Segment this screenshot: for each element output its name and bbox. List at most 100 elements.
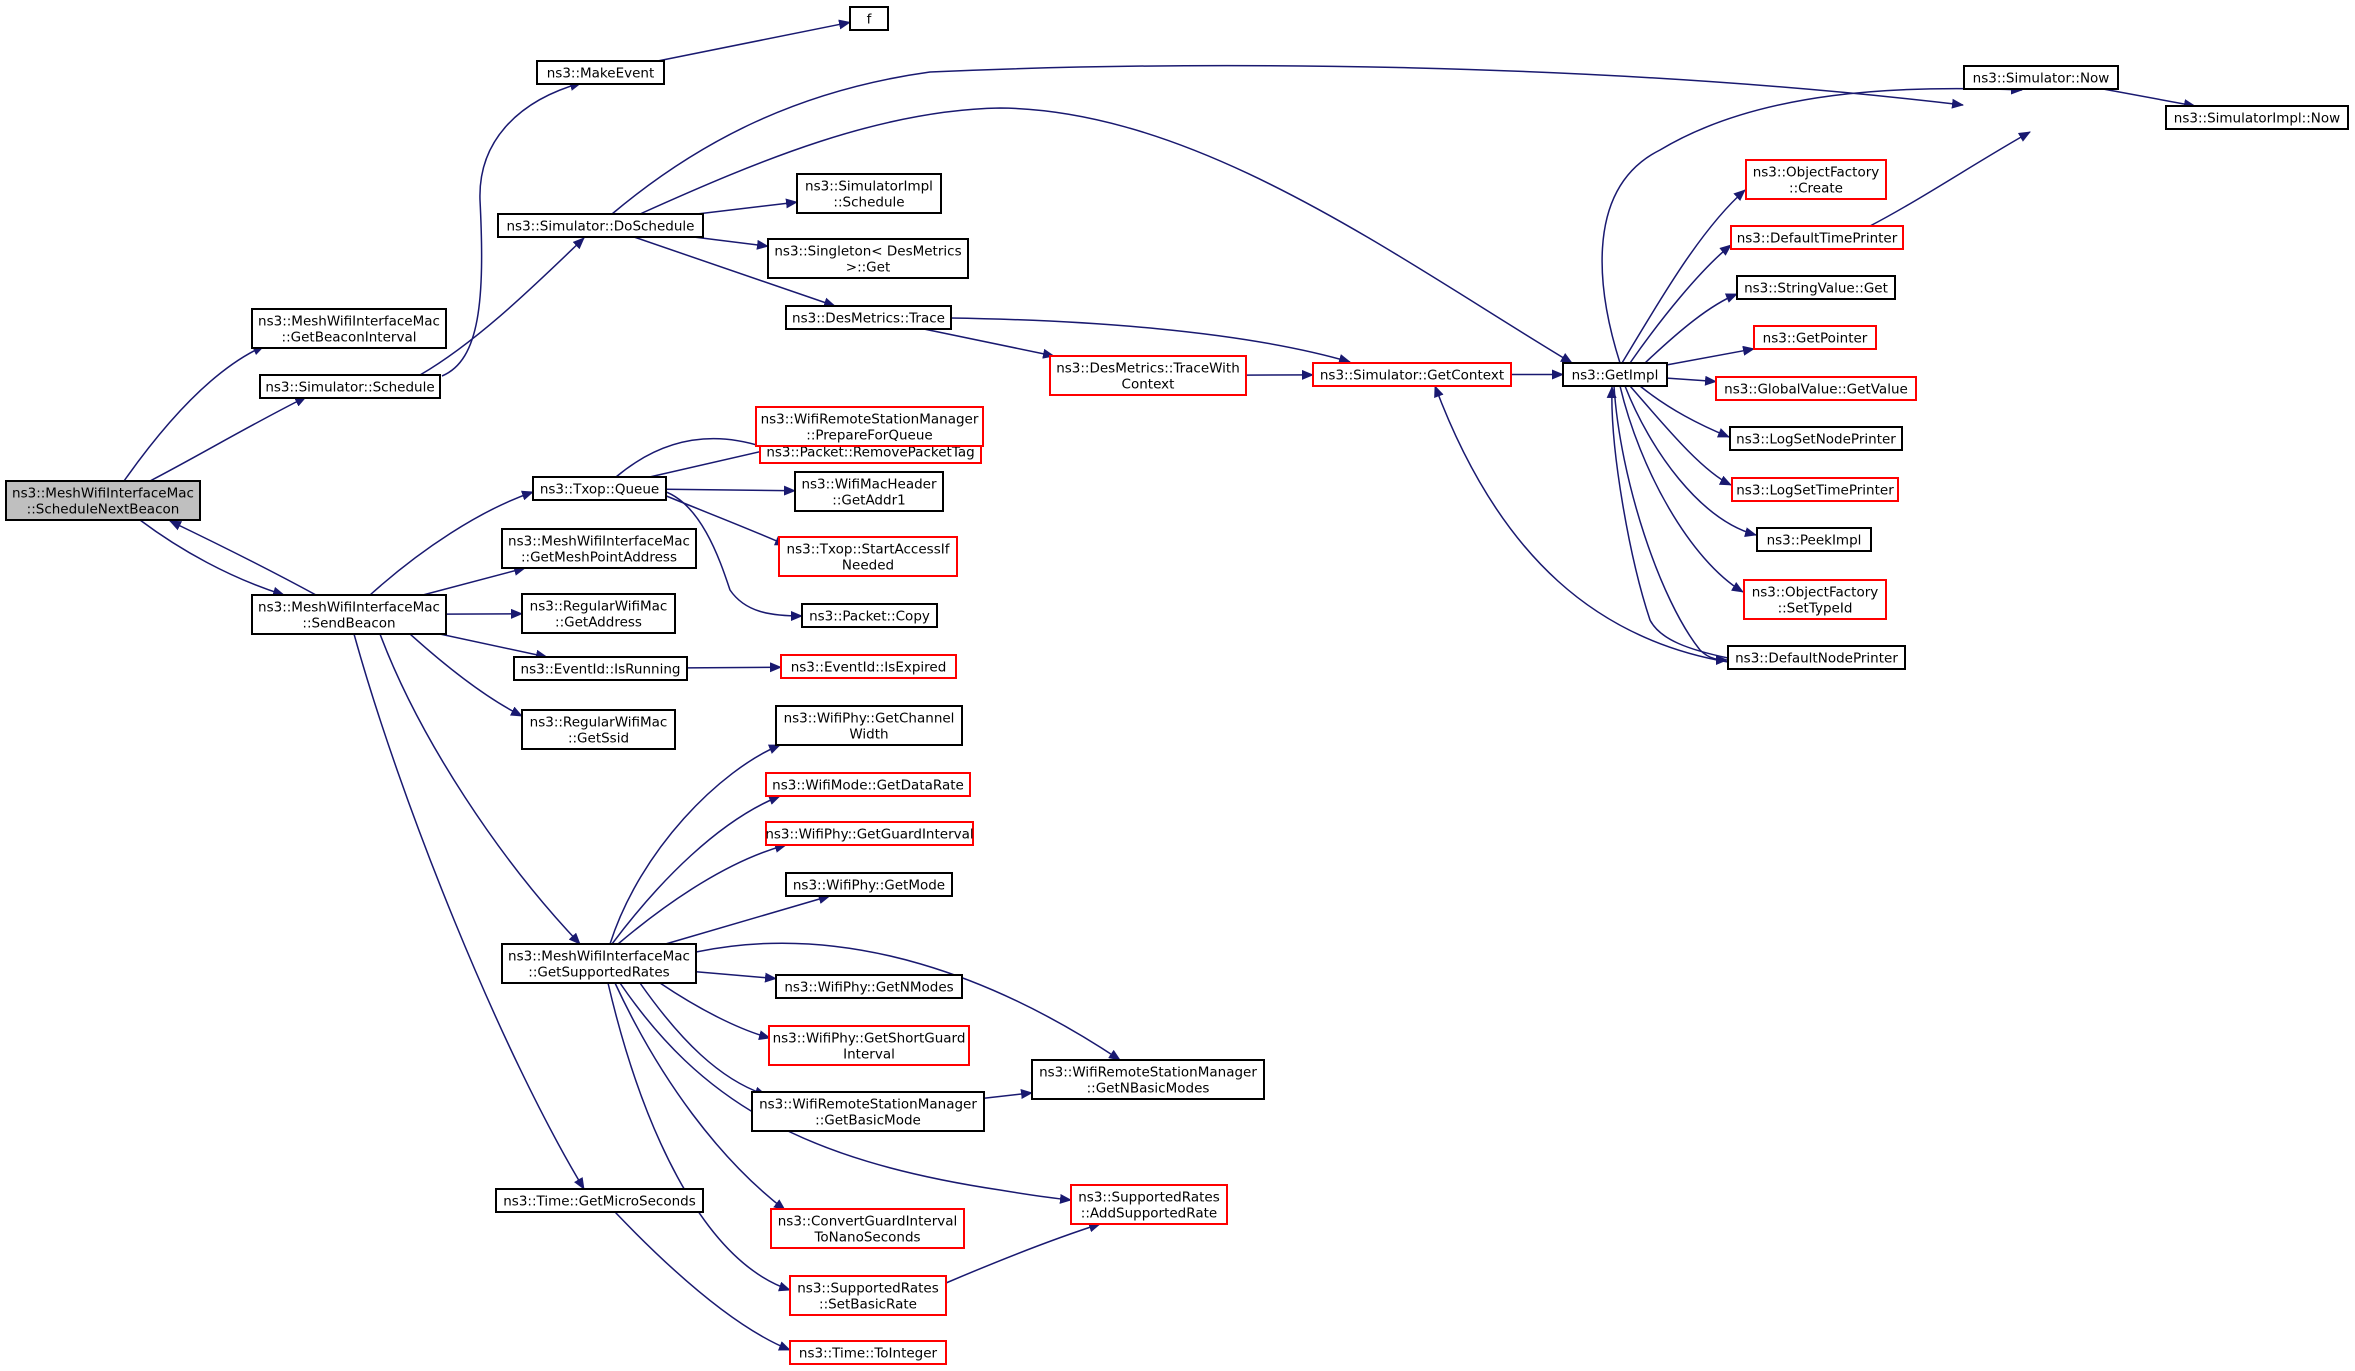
call-edge-getMicroSeconds-to-toInteger [614, 1211, 791, 1351]
node-label: ns3::Singleton< DesMetrics [774, 244, 961, 260]
node-box [849, 6, 889, 31]
function-node-eventIsExpired[interactable]: ns3::EventId::IsExpired [780, 654, 957, 679]
function-node-peekImpl[interactable]: ns3::PeekImpl [1756, 527, 1872, 552]
function-node-getMode[interactable]: ns3::WifiPhy::GetMode [785, 872, 953, 897]
function-node-root: ns3::MeshWifiInterfaceMac::ScheduleNextB… [5, 480, 201, 521]
node-box [1730, 225, 1904, 250]
edge-line [1619, 385, 1744, 593]
function-node-objFactorySetTypeId[interactable]: ns3::ObjectFactory::SetTypeId [1743, 579, 1887, 620]
call-edge-getImpl-to-peekImpl [1624, 385, 1757, 537]
edge-line [1434, 385, 1729, 663]
edge-line [422, 565, 527, 596]
function-node-getAddr1[interactable]: ns3::WifiMacHeader::GetAddr1 [794, 471, 944, 512]
function-node-getImpl[interactable]: ns3::GetImpl [1562, 362, 1668, 387]
function-node-getGuardInterval[interactable]: ns3::WifiPhy::GetGuardInterval [765, 821, 974, 846]
function-node-globalValueGetValue[interactable]: ns3::GlobalValue::GetValue [1715, 376, 1917, 401]
call-edge-simSchedule-to-doSchedule [419, 237, 585, 376]
edge-line [1606, 386, 1729, 659]
node-label: ns3::Simulator::Schedule [265, 380, 434, 396]
function-node-getNBasicModes[interactable]: ns3::WifiRemoteStationManager::GetNBasic… [1031, 1059, 1265, 1100]
function-node-prepareForQueue[interactable]: ns3::WifiRemoteStationManager::PrepareFo… [755, 406, 984, 447]
node-box [532, 476, 667, 501]
call-edge-sendBeacon-to-root [169, 520, 317, 596]
node-box [521, 593, 676, 634]
function-node-getContext[interactable]: ns3::Simulator::GetContext [1312, 362, 1512, 387]
function-node-regularGetAddress[interactable]: ns3::RegularWifiMac::GetAddress [521, 593, 676, 634]
function-node-makeEvent[interactable]: ns3::MakeEvent [536, 60, 665, 85]
function-node-getBeaconInterval[interactable]: ns3::MeshWifiInterfaceMac::GetBeaconInte… [251, 308, 447, 349]
function-node-defaultTimePrinter[interactable]: ns3::DefaultTimePrinter [1730, 225, 1904, 250]
node-box [785, 872, 953, 897]
node-box [1729, 426, 1903, 451]
edge-line [665, 485, 796, 496]
node-label: ns3::Packet::Copy [809, 609, 930, 625]
node-label: ns3::ObjectFactory [1752, 585, 1879, 601]
function-node-getBasicMode[interactable]: ns3::WifiRemoteStationManager::GetBasicM… [751, 1091, 985, 1132]
node-label: >::Get [846, 260, 890, 276]
edge-line [617, 843, 787, 945]
function-node-simSchedule[interactable]: ns3::Simulator::Schedule [259, 374, 441, 399]
function-node-setBasicRate[interactable]: ns3::SupportedRates::SetBasicRate [789, 1275, 947, 1316]
edge-line [1639, 385, 1730, 438]
call-edge-getSupportedRates-to-getNModes [695, 971, 777, 983]
node-label: ::ScheduleNextBeacon [27, 502, 180, 518]
edge-line [379, 633, 581, 945]
call-edge-getSupportedRates-to-getBasicMode [639, 982, 767, 1097]
edge-line [619, 982, 1072, 1204]
node-label: ::AddSupportedRate [1081, 1206, 1217, 1222]
function-node-sendBeacon[interactable]: ns3::MeshWifiInterfaceMac::SendBeacon [251, 594, 447, 635]
node-label: ns3::MeshWifiInterfaceMac [508, 534, 690, 550]
function-node-simNow[interactable]: ns3::Simulator::Now [1963, 65, 2119, 90]
edge-line [639, 107, 1573, 364]
function-node-defaultNodePrinter[interactable]: ns3::DefaultNodePrinter [1727, 645, 1906, 670]
function-node-packetCopy[interactable]: ns3::Packet::Copy [801, 603, 938, 628]
function-node-addSupportedRate[interactable]: ns3::SupportedRates::AddSupportedRate [1070, 1184, 1228, 1225]
node-label: ns3::WifiMode::GetDataRate [772, 778, 964, 794]
function-node-simImplNow[interactable]: ns3::SimulatorImpl::Now [2165, 105, 2349, 130]
function-node-getNModes[interactable]: ns3::WifiPhy::GetNModes [775, 974, 963, 999]
edge-line [607, 982, 791, 1292]
function-node-f[interactable]: f [849, 6, 889, 31]
function-node-getDataRate[interactable]: ns3::WifiMode::GetDataRate [765, 772, 971, 797]
function-node-getSupportedRates[interactable]: ns3::MeshWifiInterfaceMac::GetSupportedR… [501, 943, 697, 984]
call-edge-getImpl-to-simNow [1601, 84, 2023, 364]
edge-line [1629, 244, 1732, 364]
function-node-eventIsRunning[interactable]: ns3::EventId::IsRunning [513, 656, 688, 681]
function-node-singletonGet[interactable]: ns3::Singleton< DesMetrics>::Get [767, 238, 969, 279]
node-label: ::GetAddr1 [832, 493, 905, 509]
function-node-logSetTimePrinter[interactable]: ns3::LogSetTimePrinter [1731, 477, 1899, 502]
function-node-desTrace[interactable]: ns3::DesMetrics::Trace [785, 305, 952, 330]
node-label: ns3::MeshWifiInterfaceMac [12, 486, 194, 502]
edge-line [665, 894, 831, 945]
node-label: ::GetBeaconInterval [282, 330, 417, 346]
node-box [259, 374, 441, 399]
node-box [765, 821, 974, 846]
call-edge-doSchedule-to-desTrace [633, 236, 836, 308]
function-node-objFactoryCreate[interactable]: ns3::ObjectFactory::Create [1745, 159, 1887, 200]
function-node-regularGetSsid[interactable]: ns3::RegularWifiMac::GetSsid [521, 709, 676, 750]
node-box [785, 305, 952, 330]
call-edge-desTrace-to-desTraceWithContext [923, 328, 1055, 359]
call-edge-getImpl-to-objFactoryCreate [1621, 189, 1746, 364]
function-node-getPointer[interactable]: ns3::GetPointer [1753, 325, 1877, 350]
function-node-toInteger[interactable]: ns3::Time::ToInteger [789, 1340, 947, 1365]
edge-line [1629, 385, 1732, 486]
function-node-simImplSchedule[interactable]: ns3::SimulatorImpl::Schedule [796, 173, 942, 214]
node-box [768, 1025, 970, 1066]
function-node-getMicroSeconds[interactable]: ns3::Time::GetMicroSeconds [495, 1188, 704, 1213]
function-node-txopQueue[interactable]: ns3::Txop::Queue [532, 476, 667, 501]
node-box [1756, 527, 1872, 552]
function-node-getMeshPointAddress[interactable]: ns3::MeshWifiInterfaceMac::GetMeshPointA… [501, 528, 697, 569]
node-label: ::SetTypeId [1778, 601, 1853, 617]
function-node-doSchedule[interactable]: ns3::Simulator::DoSchedule [497, 213, 704, 238]
node-label: ::Create [1789, 181, 1843, 197]
function-node-stringValueGet[interactable]: ns3::StringValue::Get [1736, 275, 1896, 300]
node-label: Interval [843, 1047, 895, 1063]
function-node-logSetNodePrinter[interactable]: ns3::LogSetNodePrinter [1729, 426, 1903, 451]
